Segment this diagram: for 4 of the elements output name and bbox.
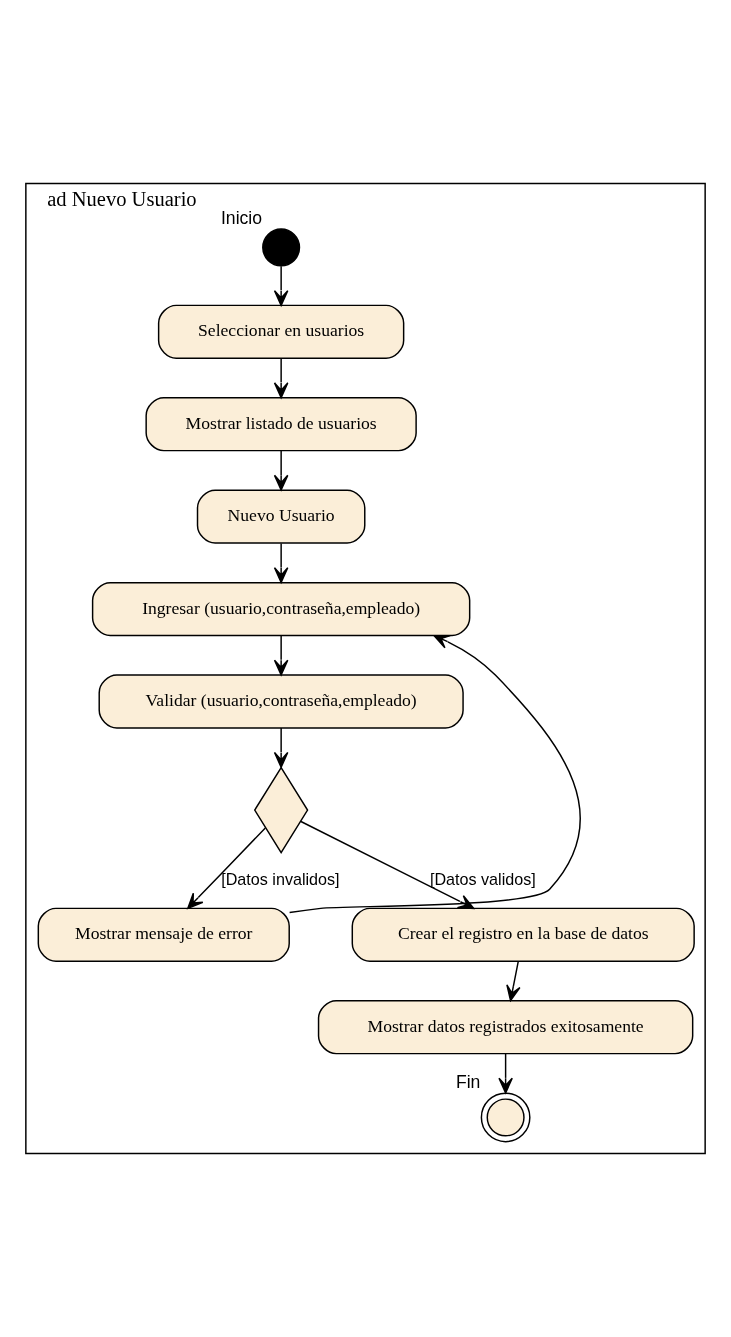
edge-label: [Datos validos] (429, 869, 536, 888)
edge-label: [Datos invalidos] (221, 869, 340, 888)
node-label: Inicio (220, 208, 263, 229)
node-label: Fin (455, 1072, 481, 1093)
